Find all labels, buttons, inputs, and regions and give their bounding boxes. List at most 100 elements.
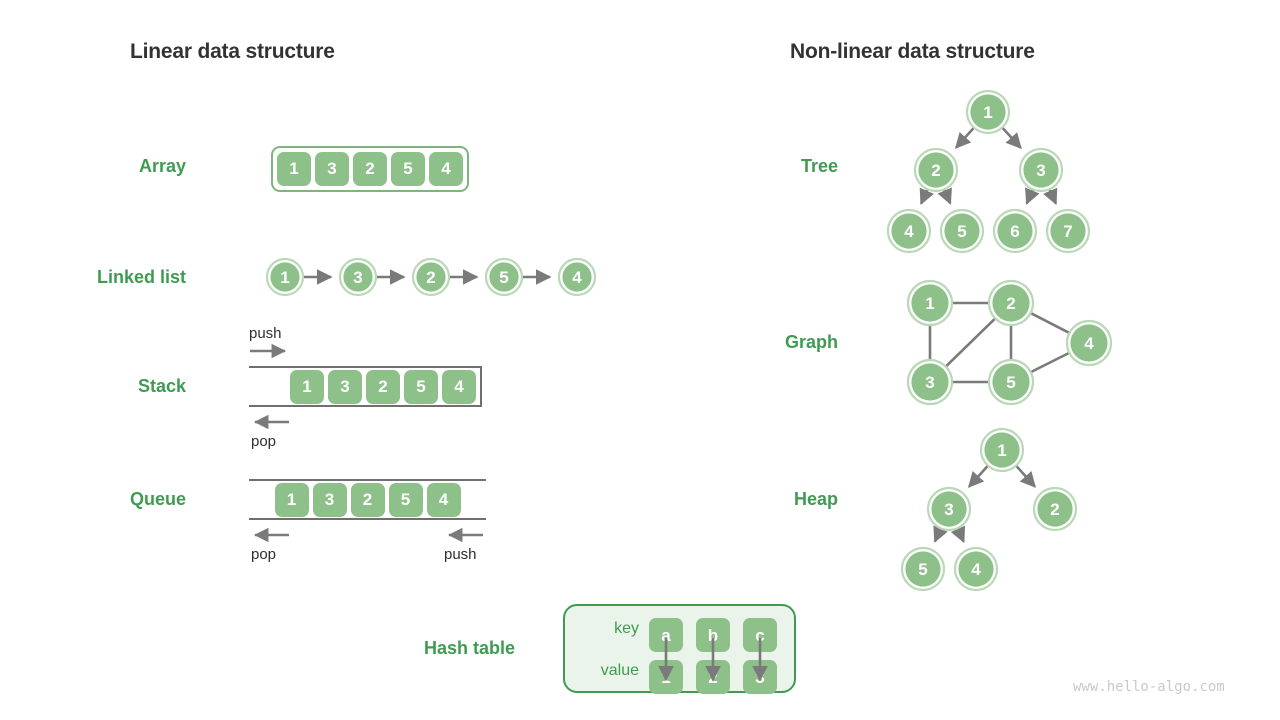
label-linked-list: Linked list [96, 267, 186, 287]
tree-node: 5 [939, 208, 985, 254]
linked-list-node: 3 [338, 257, 378, 297]
svg-text:4: 4 [572, 268, 582, 287]
graph-edge [1029, 351, 1071, 374]
stack-cell: 1 [290, 369, 324, 404]
svg-text:1: 1 [925, 294, 934, 313]
svg-text:2: 2 [1006, 294, 1015, 313]
hash-key-cell: a [649, 618, 683, 652]
heap-node: 2 [1032, 486, 1078, 532]
array-cell: 5 [391, 152, 425, 186]
label-stack: Stack [137, 376, 186, 396]
array-cell: 3 [315, 152, 349, 186]
svg-text:3: 3 [1036, 161, 1045, 180]
heap-node: 3 [926, 486, 972, 532]
svg-text:4: 4 [904, 222, 914, 241]
heading-linear: Linear data structure [130, 40, 335, 63]
stack-cell: 2 [366, 369, 400, 404]
svg-text:5: 5 [918, 560, 927, 579]
heap-edge-arrow-icon [950, 525, 966, 544]
tree-node: 2 [913, 147, 959, 193]
hash-key-cell: b [696, 618, 730, 652]
linked-list-node: 4 [557, 257, 597, 297]
svg-text:3: 3 [925, 373, 934, 392]
svg-text:6: 6 [1010, 222, 1019, 241]
svg-text:4: 4 [971, 560, 981, 579]
queue-pop-label: pop [251, 546, 277, 563]
stack-pop-label: pop [251, 433, 277, 450]
linked-list-node: 2 [411, 257, 451, 297]
heap-edge-arrow-icon [968, 464, 989, 488]
graph-node: 2 [987, 279, 1035, 327]
tree-node: 3 [1018, 147, 1064, 193]
heap-structure: 1 3 2 5 4 [900, 427, 1078, 592]
svg-text:1: 1 [280, 268, 289, 287]
hash-table-structure: key value a1b2c3 [563, 604, 796, 694]
queue-cell: 1 [274, 482, 309, 517]
svg-text:1: 1 [997, 441, 1006, 460]
svg-text:2: 2 [1050, 500, 1059, 519]
heap-edge-arrow-icon [1015, 464, 1036, 488]
tree-node: 6 [992, 208, 1038, 254]
svg-text:1: 1 [983, 103, 992, 122]
linked-list-node: 1 [265, 257, 305, 297]
label-graph: Graph [784, 332, 838, 352]
tree-node: 7 [1045, 208, 1091, 254]
queue-cell: 3 [312, 482, 347, 517]
linked-list-node: 5 [484, 257, 524, 297]
queue-push-arrow-icon [448, 528, 483, 542]
array-cell: 2 [353, 152, 387, 186]
stack-cell: 4 [442, 369, 476, 404]
svg-text:3: 3 [944, 500, 953, 519]
tree-edge-arrow-icon [937, 187, 952, 205]
graph-node: 1 [906, 279, 954, 327]
tree-edge-arrow-icon [1043, 187, 1058, 205]
graph-structure: 1 2 3 4 5 [906, 279, 1113, 406]
queue-pop-arrow-icon [254, 528, 289, 542]
queue-cell: 4 [426, 482, 461, 517]
graph-edge [1029, 311, 1071, 335]
watermark: www.hello-algo.com [1073, 679, 1225, 695]
tree-edge-arrow-icon [919, 187, 934, 205]
label-heap: Heap [793, 489, 838, 509]
svg-text:3: 3 [353, 268, 362, 287]
label-queue: Queue [129, 489, 186, 509]
stack-push-label: push [249, 325, 282, 342]
array-cell: 4 [429, 152, 463, 186]
label-tree: Tree [800, 156, 838, 176]
svg-text:5: 5 [1006, 373, 1015, 392]
hash-key-cell: c [743, 618, 777, 652]
stack-push-arrow-icon [250, 344, 286, 358]
graph-node: 3 [906, 358, 954, 406]
svg-text:5: 5 [499, 268, 508, 287]
graph-node: 5 [987, 358, 1035, 406]
svg-text:2: 2 [931, 161, 940, 180]
svg-text:4: 4 [1084, 334, 1094, 353]
heap-node: 5 [900, 546, 946, 592]
queue-cell: 2 [350, 482, 385, 517]
svg-text:b: b [708, 626, 718, 645]
tree-node: 1 [965, 89, 1011, 135]
stack-pop-arrow-icon [254, 415, 289, 429]
hash-value-label: value [600, 662, 639, 679]
svg-text:c: c [755, 626, 764, 645]
heap-node: 4 [953, 546, 999, 592]
graph-edge [944, 316, 997, 369]
tree-edge-arrow-icon [954, 126, 975, 149]
tree-node: 4 [886, 208, 932, 254]
hash-key-label: key [614, 620, 639, 637]
heap-edge-arrow-icon [933, 525, 948, 543]
tree-structure: 1 2 3 4 5 6 7 [886, 89, 1091, 254]
queue-cell: 5 [388, 482, 423, 517]
array-cell: 1 [277, 152, 311, 186]
svg-text:a: a [661, 626, 671, 645]
tree-edge-arrow-icon [1025, 187, 1040, 205]
graph-node: 4 [1065, 319, 1113, 367]
heading-non-linear: Non-linear data structure [790, 40, 1035, 63]
linked-list-structure: 1 3 2 5 4 [265, 257, 597, 297]
stack-cell: 3 [328, 369, 362, 404]
svg-text:7: 7 [1063, 222, 1072, 241]
tree-edge-arrow-icon [1001, 126, 1022, 150]
